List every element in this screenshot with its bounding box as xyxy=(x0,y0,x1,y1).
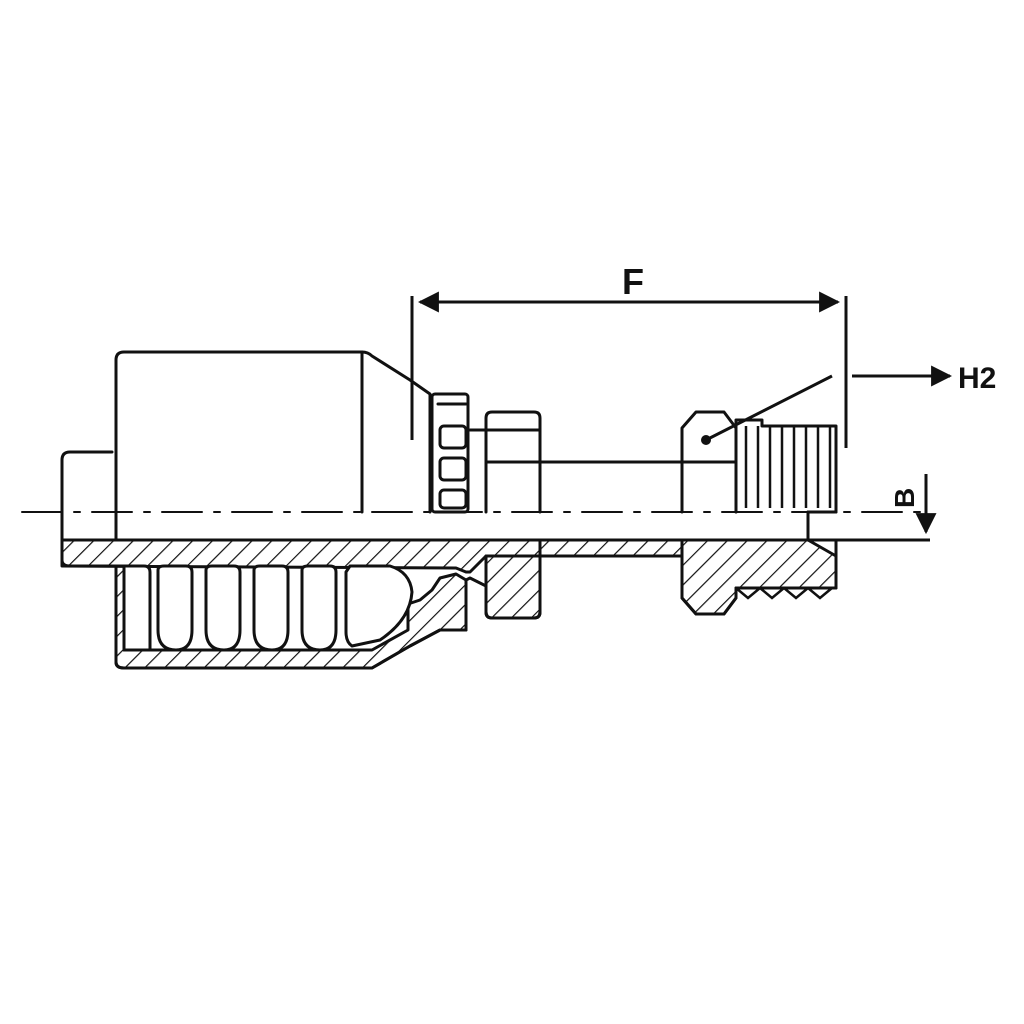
collar xyxy=(430,392,470,514)
dimension-h2-leader xyxy=(705,374,833,442)
dimension-f-label: F xyxy=(622,261,644,302)
hose-insert-upper xyxy=(60,450,114,542)
small-hex-upper xyxy=(484,410,542,514)
dimension-b-label: B xyxy=(889,488,920,508)
hatch-ferrule-lower xyxy=(114,564,468,670)
hatch-nut-lower xyxy=(680,538,838,616)
hatch-small-hex xyxy=(484,554,542,620)
hatch-tube-lower xyxy=(538,538,684,558)
dimension-h2-label: H2 xyxy=(958,362,996,395)
thread-upper xyxy=(734,418,838,514)
